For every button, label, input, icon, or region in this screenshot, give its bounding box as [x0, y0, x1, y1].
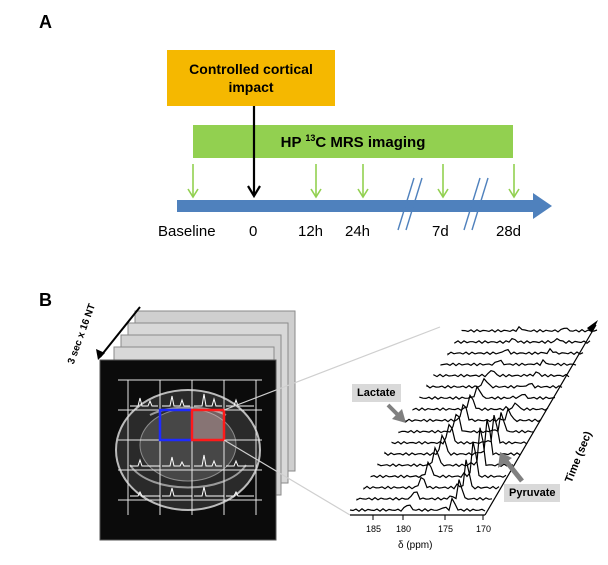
time-axis-arrowhead [587, 320, 598, 333]
imaging-tick-arrows [188, 164, 519, 197]
spectrum-trace [406, 405, 541, 422]
timepoint-28d: 28d [496, 223, 521, 240]
lactate-label: Lactate [352, 384, 401, 402]
ppm-tick-185: 185 [366, 524, 381, 534]
injury-arrow [248, 106, 260, 196]
ppm-tick-175: 175 [438, 524, 453, 534]
ppm-tick-180: 180 [396, 524, 411, 534]
ppm-ticks [373, 515, 483, 520]
timepoint-24h: 24h [345, 223, 370, 240]
spectrum-trace [399, 412, 534, 432]
timepoint-0: 0 [249, 223, 257, 240]
spectrum-trace [385, 419, 520, 455]
spectrum-trace [462, 327, 597, 332]
spectrum-trace [441, 360, 576, 366]
spectra-waterfall [0, 265, 608, 565]
pyruvate-label: Pyruvate [504, 484, 560, 502]
spectrum-trace [350, 499, 485, 512]
spectrum-trace [448, 349, 583, 355]
timeline-arrowhead [533, 193, 552, 219]
spectrum-trace [455, 339, 590, 344]
ppm-axis-label: δ (ppm) [398, 540, 432, 551]
timepoint-baseline: Baseline [158, 223, 216, 240]
spectrum-trace [427, 379, 562, 388]
timepoint-12h: 12h [298, 223, 323, 240]
spectrum-trace [378, 428, 513, 467]
spectrum-trace [434, 371, 569, 377]
ppm-tick-170: 170 [476, 524, 491, 534]
timepoint-7d: 7d [432, 223, 449, 240]
timeline-diagram [0, 0, 608, 260]
lactate-arrow [388, 405, 406, 423]
